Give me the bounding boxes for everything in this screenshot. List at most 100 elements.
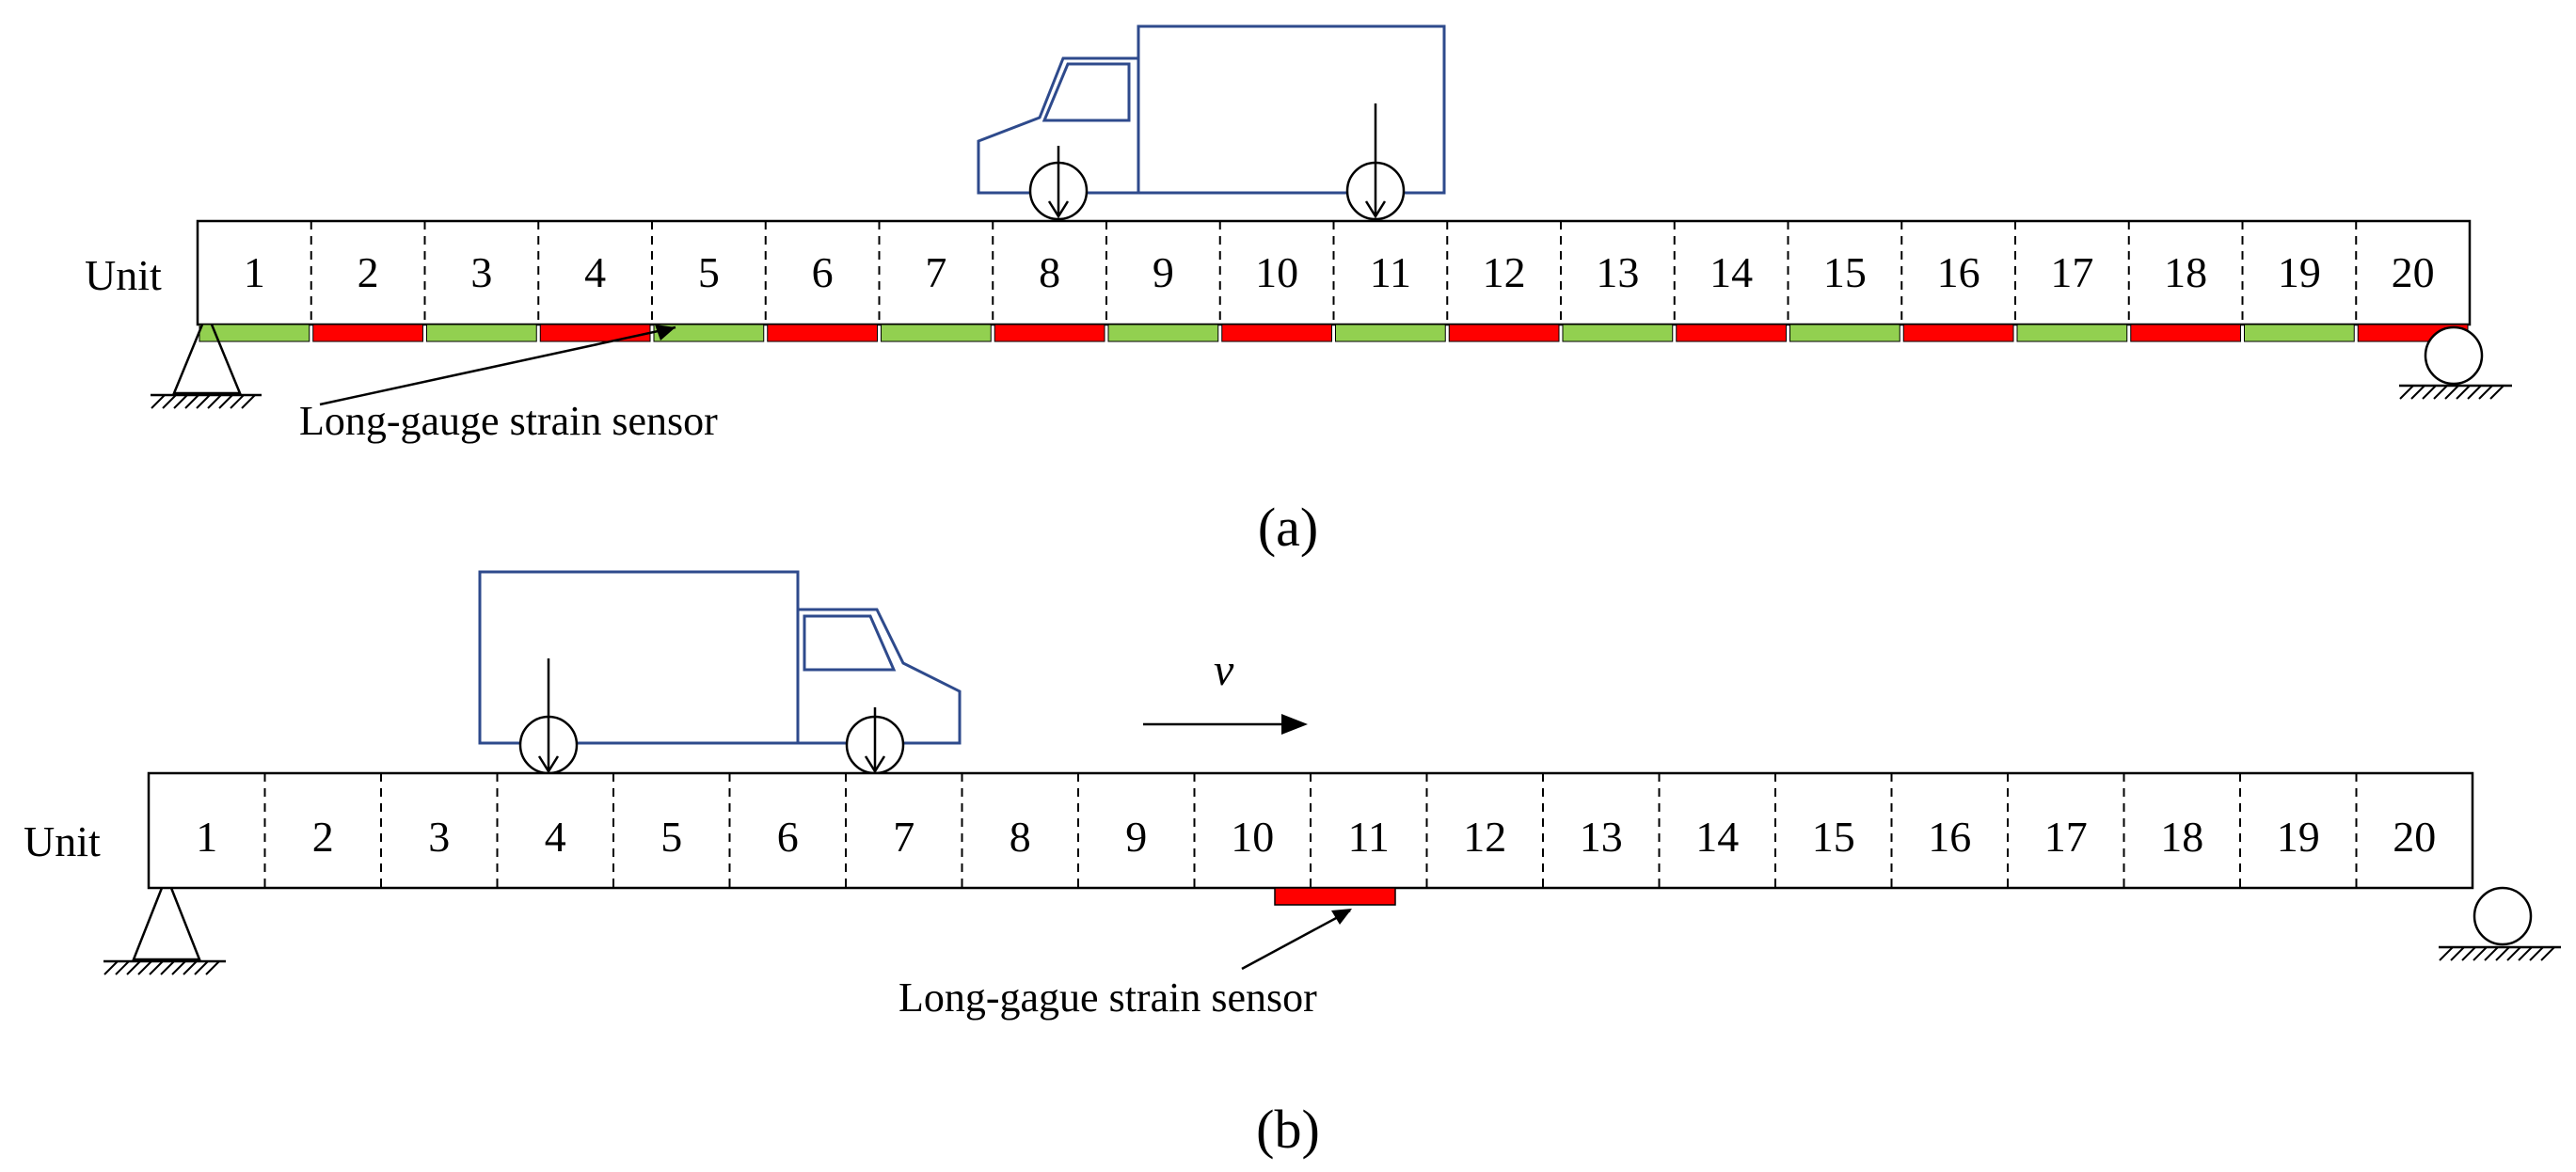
ground-hatch — [162, 394, 177, 409]
unit-label-16: 16 — [1937, 248, 1980, 296]
ground-hatch — [205, 960, 220, 975]
truck-b-rear-load-arrow — [537, 658, 560, 774]
ground-hatch — [230, 394, 245, 409]
ground-hatch — [2450, 946, 2465, 961]
ground-hatch — [241, 394, 256, 409]
beam-b-unit-dividers — [263, 773, 2358, 888]
sensor-segment-10 — [1221, 324, 1332, 342]
unit-label-10: 10 — [1231, 813, 1274, 861]
unit-label-19: 19 — [2277, 813, 2320, 861]
unit-label-10: 10 — [1255, 248, 1298, 296]
pin-support-a — [151, 324, 262, 409]
ground-hatch — [173, 394, 188, 409]
sensor-segment-18 — [2130, 324, 2241, 342]
unit-label-19: 19 — [2278, 248, 2321, 296]
unit-label-13: 13 — [1580, 813, 1623, 861]
ground-hatch — [2540, 946, 2555, 961]
sensor-segment-19 — [2244, 324, 2355, 342]
unit-label-15: 15 — [1823, 248, 1867, 296]
ground-hatch — [149, 960, 164, 975]
unit-label-17: 17 — [2044, 813, 2088, 861]
unit-label-4: 4 — [545, 813, 566, 861]
ground-hatch — [2518, 946, 2533, 961]
unit-label-20: 20 — [2392, 248, 2435, 296]
unit-label-11: 11 — [1370, 248, 1411, 296]
sensor-segment-2 — [312, 324, 423, 342]
ground-hatch — [2495, 946, 2510, 961]
ground-hatch — [218, 394, 233, 409]
sensor-segment-12 — [1448, 324, 1560, 342]
ground-hatch — [207, 394, 222, 409]
sensor-segment-15 — [1789, 324, 1900, 342]
caption-b: (b) — [1256, 1099, 1320, 1160]
ground-hatch — [2529, 946, 2544, 961]
truck-b-front-load-arrow — [864, 707, 886, 774]
ground-hatch — [171, 960, 186, 975]
truck-a-front-load-arrow — [1047, 146, 1070, 219]
unit-label-7: 7 — [893, 813, 914, 861]
sensor-segment-14 — [1676, 324, 1787, 342]
ground-hatch — [2399, 385, 2414, 400]
ground-hatch — [2489, 385, 2504, 400]
ground-hatch — [2461, 946, 2476, 961]
caption-a: (a) — [1258, 497, 1318, 558]
ground-hatch — [184, 394, 199, 409]
single-sensor-b — [1274, 887, 1396, 906]
unit-label-20: 20 — [2393, 813, 2436, 861]
ground-hatch — [2410, 385, 2425, 400]
truck-a-window — [1042, 62, 1131, 122]
sensor-segment-6 — [767, 324, 878, 342]
unit-label-7: 7 — [925, 248, 946, 296]
unit-label-8: 8 — [1010, 813, 1031, 861]
ground-hatch — [2478, 385, 2493, 400]
unit-label-1: 1 — [196, 813, 217, 861]
ground-hatch — [2439, 946, 2454, 961]
velocity-label: v — [1214, 645, 1234, 695]
unit-label-6: 6 — [777, 813, 799, 861]
truck-a-rear-load-arrow — [1364, 103, 1387, 219]
ground-hatch — [137, 960, 152, 975]
ground-hatch — [194, 960, 209, 975]
sensor-segment-8 — [994, 324, 1105, 342]
sensor-segment-9 — [1107, 324, 1219, 342]
ground-hatch — [2456, 385, 2471, 400]
roller-support-a — [2399, 325, 2512, 400]
velocity-arrow — [1143, 714, 1308, 735]
sensor-segment-16 — [1902, 324, 2014, 342]
unit-label-9: 9 — [1153, 248, 1174, 296]
ground-hatch — [183, 960, 198, 975]
unit-label-5: 5 — [698, 248, 720, 296]
unit-label-11: 11 — [1348, 813, 1390, 861]
truck-b — [478, 570, 962, 775]
ground-hatch — [2422, 385, 2437, 400]
ground-hatch — [103, 960, 119, 975]
ground-hatch — [151, 394, 166, 409]
ground-hatch — [2433, 385, 2448, 400]
unit-label-3: 3 — [470, 248, 492, 296]
ground-hatch — [126, 960, 141, 975]
sensor-segment-7 — [881, 324, 992, 342]
sensor-segment-17 — [2016, 324, 2128, 342]
unit-label-1: 1 — [244, 248, 265, 296]
unit-label-9: 9 — [1125, 813, 1147, 861]
ground-hatch — [2444, 385, 2459, 400]
unit-label-14: 14 — [1709, 248, 1753, 296]
unit-word-a: Unit — [85, 251, 162, 299]
unit-label-12: 12 — [1463, 813, 1506, 861]
ground-hatch — [196, 394, 211, 409]
sensor-label-arrow-b — [1241, 909, 1352, 971]
sensor-label-a: Long-gauge strain sensor — [299, 398, 718, 444]
unit-label-5: 5 — [660, 813, 682, 861]
unit-word-b: Unit — [24, 817, 101, 865]
sensor-label-b: Long-gague strain sensor — [898, 974, 1317, 1021]
truck-b-outline — [478, 570, 962, 745]
unit-label-18: 18 — [2164, 248, 2207, 296]
ground-hatch — [160, 960, 175, 975]
truck-b-window — [803, 614, 897, 672]
ground-hatch — [2484, 946, 2499, 961]
sensor-segment-11 — [1335, 324, 1446, 342]
unit-label-12: 12 — [1483, 248, 1526, 296]
